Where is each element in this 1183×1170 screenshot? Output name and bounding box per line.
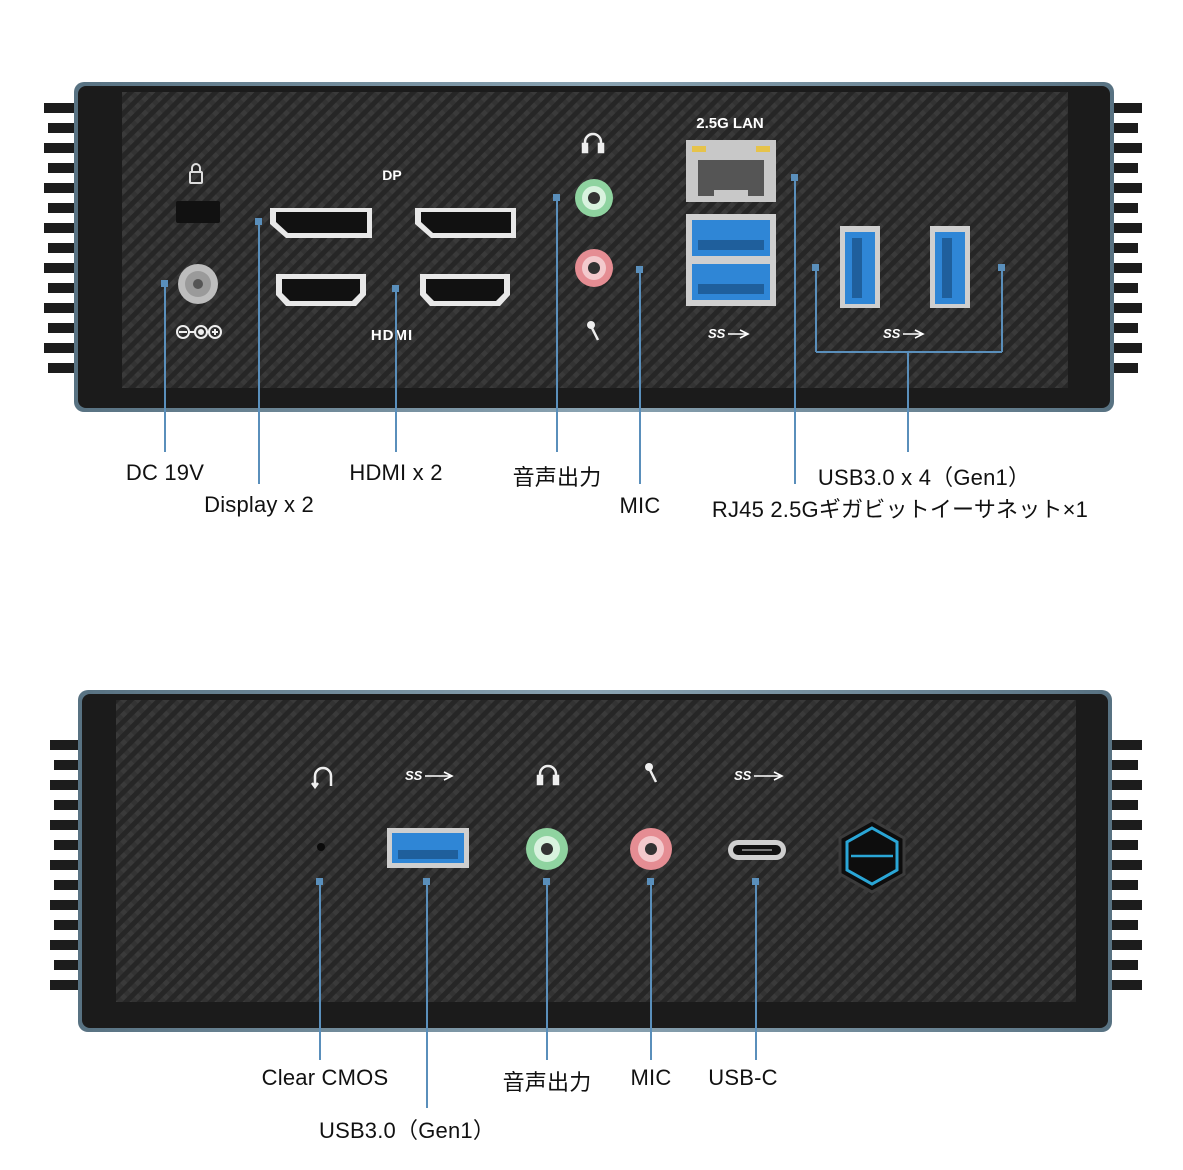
label-display: Display x 2 — [204, 492, 314, 517]
svg-text:SS: SS — [708, 326, 726, 341]
front-left-fins — [50, 740, 90, 990]
displayport-2 — [415, 208, 516, 238]
rear-leader-lines — [161, 174, 1005, 484]
clear-cmos-hole — [317, 843, 325, 851]
microphone-icon — [587, 321, 600, 341]
dc-jack — [178, 264, 218, 304]
kensington-lock-icon — [189, 163, 203, 184]
label-front-audio-out: 音声出力 — [502, 1070, 592, 1095]
lan-text: 2.5G LAN — [696, 115, 764, 132]
front-microphone-icon — [645, 763, 658, 783]
usb-a-vertical-2 — [930, 226, 970, 308]
rear-carbon-face — [122, 92, 1068, 388]
dc-polarity-icon — [176, 325, 222, 339]
label-usb-c: USB-C — [708, 1065, 778, 1090]
kensington-slot — [176, 201, 220, 223]
front-headphone-icon — [536, 764, 560, 786]
clear-cmos-icon — [311, 766, 333, 790]
ss-usb-icon-1: SS — [708, 326, 750, 341]
power-button[interactable] — [838, 818, 906, 894]
hdmi-logo-text: HDMI — [371, 327, 413, 344]
front-audio-out-jack — [526, 828, 568, 870]
displayport-1 — [270, 208, 372, 238]
svg-text:SS: SS — [734, 768, 752, 783]
front-carbon-face — [116, 700, 1076, 1002]
label-front-mic: MIC — [630, 1065, 672, 1090]
svg-text:SS: SS — [405, 768, 423, 783]
label-audio-out: 音声出力 — [512, 465, 602, 490]
ss-usb-icon-4: SS — [734, 768, 784, 783]
hdmi-port-2 — [420, 274, 510, 306]
dp-text: DP — [382, 167, 401, 183]
usb-a-vertical-1 — [840, 226, 880, 308]
label-hdmi: HDMI x 2 — [349, 460, 443, 485]
usb-c-port — [728, 840, 786, 860]
label-mic: MIC — [619, 493, 661, 518]
rear-right-fins — [1100, 103, 1142, 373]
headphone-icon — [581, 132, 605, 154]
label-dc-19v: DC 19V — [125, 460, 205, 485]
rear-panel: DP HDMI — [44, 82, 1142, 484]
front-mic-jack — [630, 828, 672, 870]
label-usb3-gen1: USB3.0（Gen1） — [318, 1118, 496, 1143]
front-usb-a-port — [387, 828, 469, 868]
ss-usb-icon-3: SS — [405, 768, 454, 783]
label-rj45: RJ45 2.5Gギガビットイーサネット×1 — [711, 497, 1089, 522]
label-clear-cmos: Clear CMOS — [261, 1065, 389, 1090]
audio-out-jack — [575, 179, 613, 217]
hdmi-port-1 — [276, 274, 366, 306]
label-usb3-x4: USB3.0 x 4（Gen1） — [817, 465, 1031, 490]
rj45-port — [686, 140, 776, 202]
front-leader-lines — [316, 878, 759, 1108]
svg-text:SS: SS — [883, 326, 901, 341]
front-panel: SS SS — [50, 690, 1142, 1108]
rear-left-fins — [44, 103, 84, 373]
ss-usb-icon-2: SS — [883, 326, 925, 341]
usb-a-stack — [686, 214, 776, 306]
front-right-fins — [1102, 740, 1142, 990]
mic-jack — [575, 249, 613, 287]
